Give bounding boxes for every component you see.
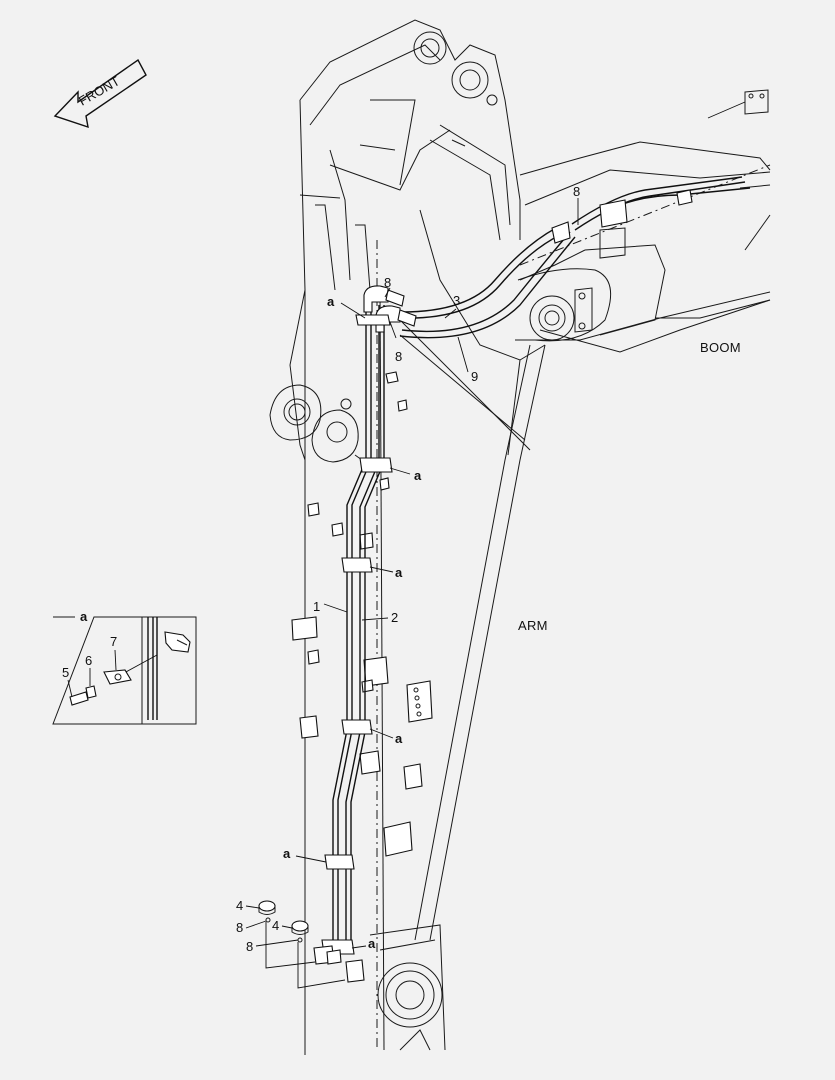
cap-4-lower [291, 920, 309, 935]
callout-8-boom: 8 [573, 184, 580, 199]
callout-8-lower-left: 8 [395, 349, 402, 364]
seal-8-lower [265, 917, 346, 989]
front-label: FRONT [76, 73, 122, 108]
callout-4-lower: 4 [272, 918, 279, 933]
arm-label: ARM [518, 618, 548, 633]
boom-outline [515, 89, 771, 353]
callout-a-lower: a [368, 936, 376, 951]
mounting-blocks [291, 371, 433, 857]
pipe-1 [332, 310, 372, 950]
callout-6: 6 [85, 653, 92, 668]
clamp-4 [324, 854, 355, 870]
detail-a-inset: a 7 6 5 [52, 609, 197, 725]
callout-8-cap-upper: 8 [236, 920, 243, 935]
leader-lines [245, 198, 579, 949]
callout-9: 9 [471, 369, 478, 384]
callout-1: 1 [313, 599, 320, 614]
hose-9 [399, 231, 576, 339]
hose-3 [399, 227, 561, 319]
boom-label: BOOM [700, 340, 741, 355]
callout-2: 2 [391, 610, 398, 625]
callout-7: 7 [110, 634, 117, 649]
detail-a-title: a [80, 609, 88, 624]
clamp-2 [341, 557, 373, 573]
boom-tip-bracket [269, 19, 521, 463]
callout-8-cap-lower: 8 [246, 939, 253, 954]
callout-a-clamp2: a [395, 565, 403, 580]
clamp-3 [341, 719, 373, 735]
callout-a-clamp3: a [395, 731, 403, 746]
callout-5: 5 [62, 665, 69, 680]
upper-fittings [355, 285, 417, 333]
arm-outline [304, 209, 546, 1055]
callout-a-clamp1: a [414, 468, 422, 483]
callout-a-upper: a [327, 294, 335, 309]
callout-8-upper-left: 8 [384, 275, 391, 290]
callout-4-upper: 4 [236, 898, 243, 913]
callout-3: 3 [453, 293, 460, 308]
front-arrow-icon: FRONT [53, 58, 147, 129]
clamp-1 [359, 457, 393, 473]
callout-a-clamp4: a [283, 846, 291, 861]
hose-boom-connection [551, 176, 751, 244]
lower-fittings [313, 945, 365, 983]
cap-4-upper [258, 900, 276, 915]
